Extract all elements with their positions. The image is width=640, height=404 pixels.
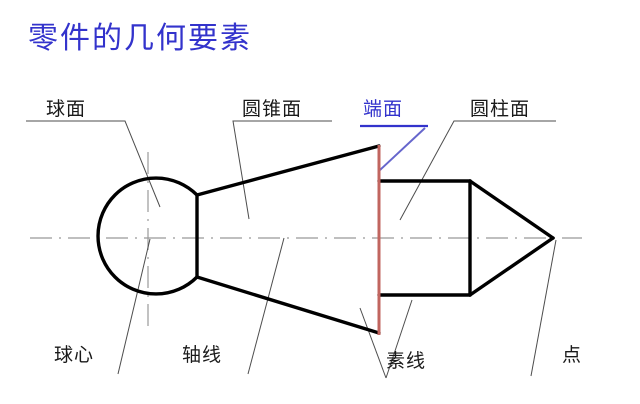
label-conical-surface: 圆锥面 (242, 99, 303, 120)
leader-end-face (379, 127, 426, 171)
cone-upper-edge (195, 144, 381, 197)
leader-point (530, 239, 557, 377)
leader-generatrix-right (385, 299, 413, 379)
leader-generatrix-left (359, 307, 387, 379)
label-spherical-surface: 球面 (46, 99, 87, 120)
page-title: 零件的几何要素 (28, 22, 252, 55)
leader-sphere-center (117, 238, 151, 375)
end-face-annotation-group (360, 124, 428, 171)
part-outline-group (96, 144, 555, 335)
leader-axis-line (247, 237, 285, 375)
label-cylindrical-surface: 圆柱面 (470, 99, 531, 120)
leader-conical-surface (232, 120, 332, 220)
leader-cylindrical-surface (399, 120, 556, 221)
centerline-group (30, 152, 582, 328)
right-cone-upper-edge (468, 179, 555, 240)
right-cone-lower-edge (468, 236, 555, 297)
cone-lower-edge (195, 275, 381, 335)
label-end-face: 端面 (363, 99, 404, 120)
sphere-outline (96, 176, 199, 296)
leader-spherical-surface (26, 120, 161, 208)
leader-lines-group (26, 120, 557, 379)
label-generatrix: 素线 (386, 351, 427, 372)
label-axis-line: 轴线 (182, 345, 223, 366)
label-sphere-center: 球心 (54, 345, 95, 366)
label-point: 点 (562, 345, 583, 366)
